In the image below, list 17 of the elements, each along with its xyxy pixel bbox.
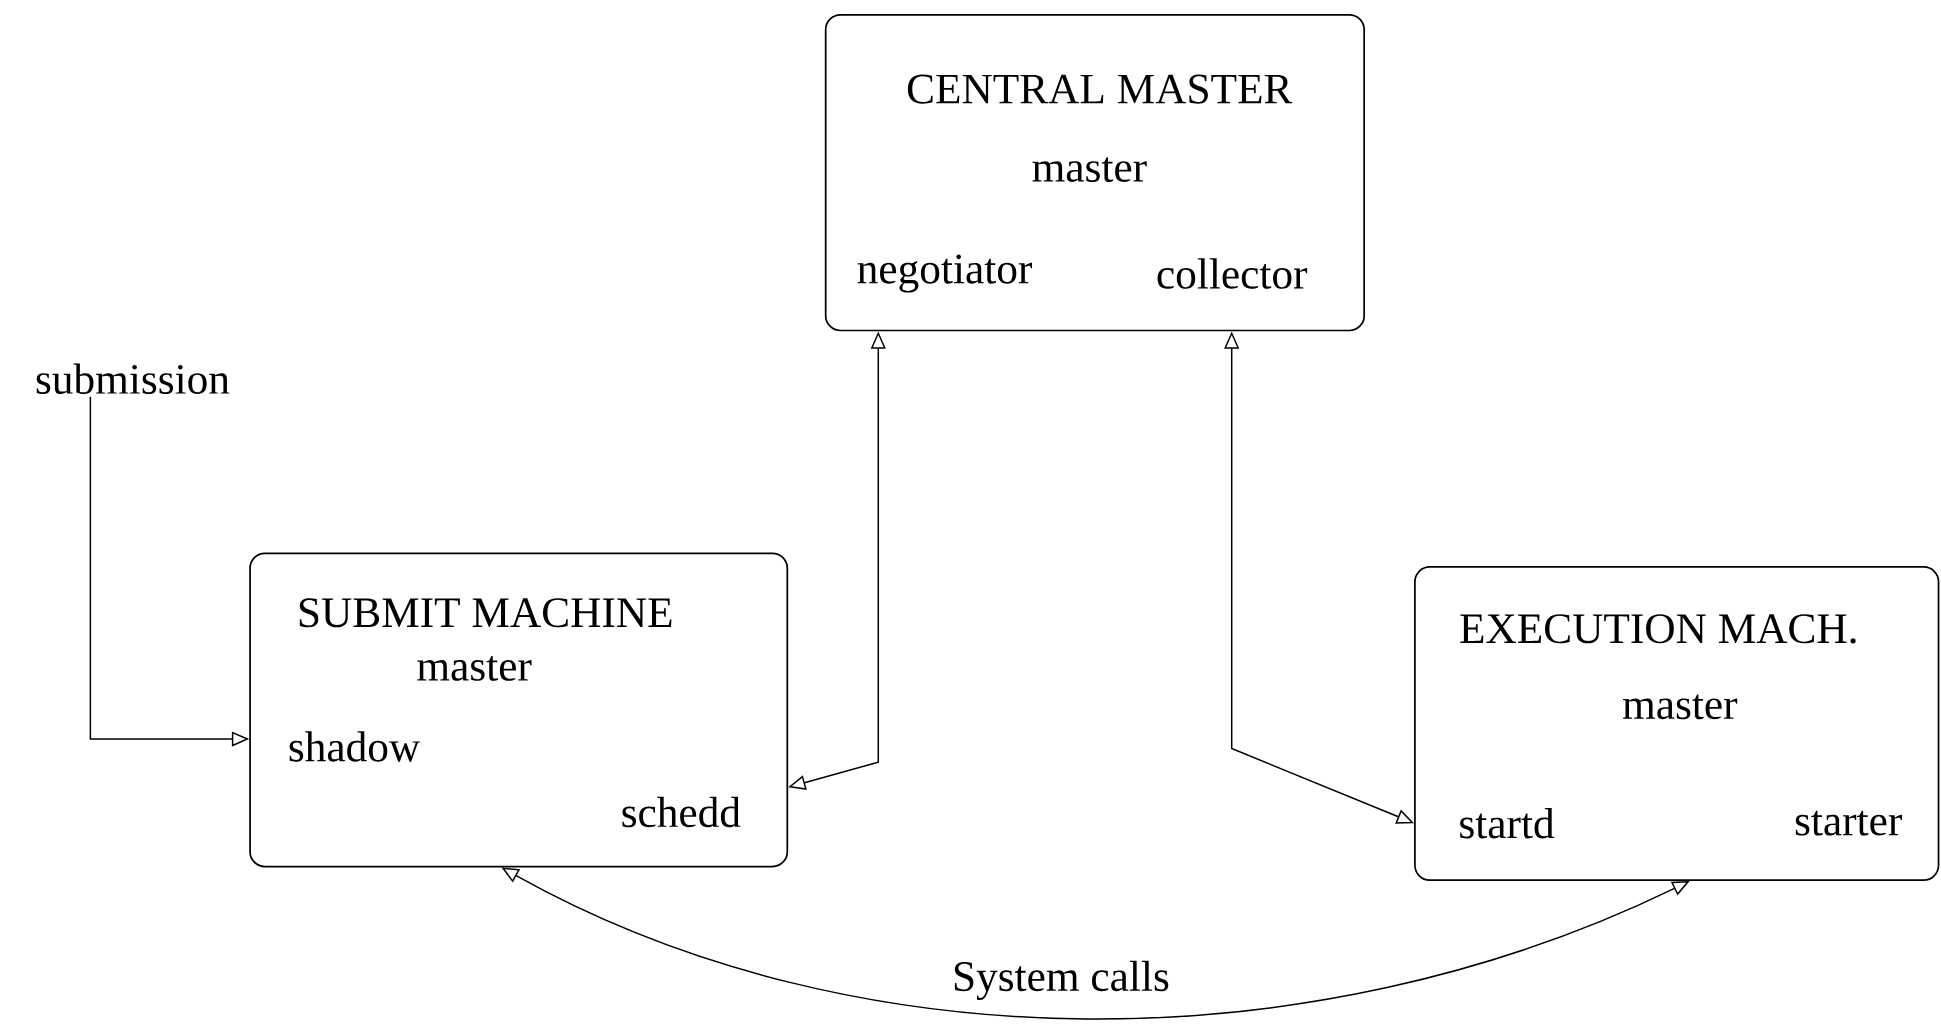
machine-box xyxy=(824,13,1366,332)
process-label: master xyxy=(417,655,532,681)
process-label: startd xyxy=(1460,807,1555,839)
process-label: negotiator xyxy=(857,254,1032,293)
edge-label: System calls xyxy=(949,958,1173,1003)
machine-box xyxy=(249,552,789,868)
process-label: starter xyxy=(1795,810,1902,836)
process-label: collector xyxy=(1157,258,1308,289)
process-label: master xyxy=(1032,157,1147,182)
process-label: master xyxy=(1623,694,1738,720)
process-label: schedd xyxy=(622,796,741,828)
input-label: submission xyxy=(36,363,230,394)
box-title: CENTRAL MASTER xyxy=(907,74,1293,104)
process-label: shadow xyxy=(289,731,421,762)
box-title: EXECUTION MACH. xyxy=(1460,614,1856,644)
machine-box xyxy=(1414,565,1940,881)
box-title: SUBMIT MACHINE xyxy=(299,598,672,628)
